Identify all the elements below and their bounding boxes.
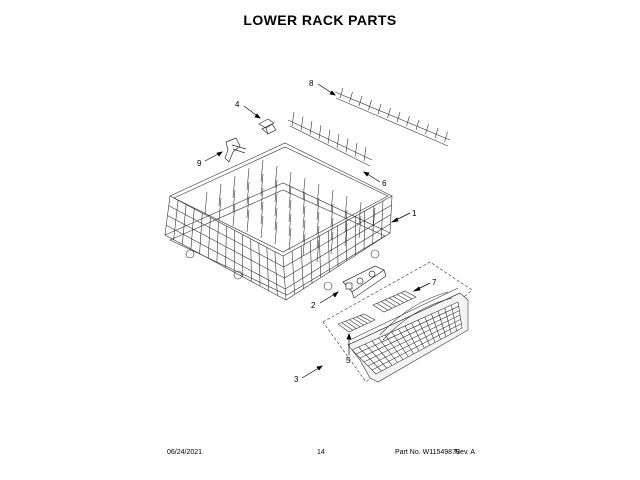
basket-lid-part-7[interactable] (372, 290, 417, 313)
rack-clip-part-4[interactable] (258, 118, 277, 135)
silverware-basket-part-3[interactable] (322, 261, 473, 383)
footer-part-number: Part No. W11549879 (395, 449, 460, 456)
rack-adjuster-part-2[interactable] (342, 265, 387, 299)
tine-row-part-8[interactable] (334, 87, 451, 147)
rack-clip-part-9[interactable] (224, 137, 247, 163)
callout-8: 8 (309, 79, 314, 88)
callout-4: 4 (235, 100, 240, 109)
callout-6: 6 (382, 179, 387, 188)
callout-5: 5 (346, 356, 351, 365)
callout-numbers: 1 2 3 4 5 6 7 8 9 (197, 79, 437, 384)
footer-revision: Rev. A (455, 449, 476, 456)
page-title: LOWER RACK PARTS (243, 12, 397, 28)
footer-page-number: 14 (317, 449, 325, 456)
lower-rack-basket[interactable] (164, 142, 393, 301)
callout-1: 1 (412, 209, 417, 218)
callout-leaders (204, 83, 431, 379)
callout-3: 3 (294, 375, 299, 384)
callout-2: 2 (311, 301, 316, 310)
callout-7: 7 (432, 278, 437, 287)
footer-date: 06/24/2021 (167, 449, 203, 456)
basket-lid-part-5[interactable] (337, 313, 376, 333)
tine-row-part-6[interactable] (287, 111, 373, 167)
callout-9: 9 (197, 159, 202, 168)
